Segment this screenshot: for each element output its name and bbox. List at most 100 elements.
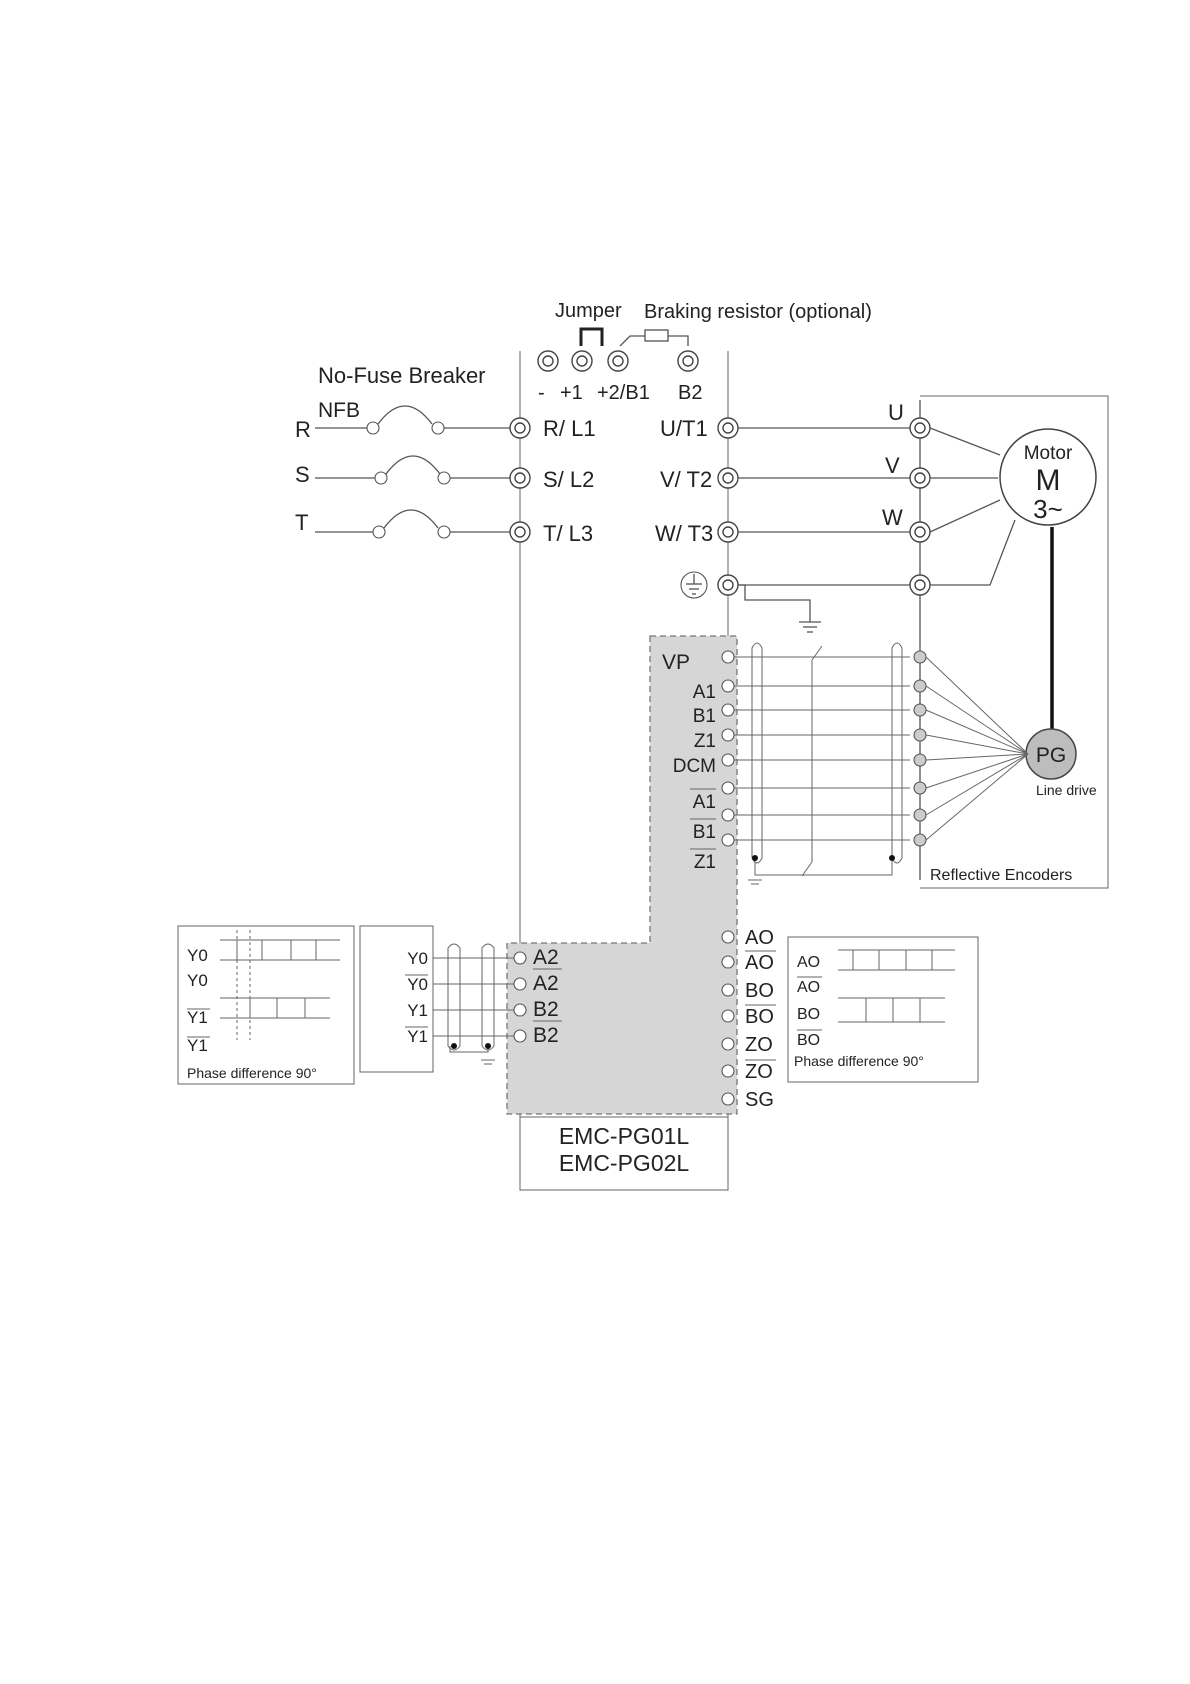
- wave-bo-inv: BO: [797, 1032, 820, 1049]
- pg-terminal-z1: Z1: [694, 731, 716, 752]
- wave-ao: AO: [797, 954, 820, 971]
- line-drive-label: Line drive: [1036, 782, 1097, 798]
- terminal-r-l1: R/ L1: [543, 416, 596, 441]
- source-y0-inv: Y0: [407, 975, 428, 994]
- input-shield-dot-right: [485, 1043, 491, 1049]
- output-terminal-1: [721, 955, 735, 969]
- model-emc-pg02l: EMC-PG02L: [559, 1150, 690, 1176]
- pg-terminal-b1-inv: B1: [693, 822, 716, 843]
- breaker-s: [315, 455, 512, 485]
- terminal-u-t1: U/T1: [660, 416, 708, 441]
- pg-card-terminal-6: [721, 808, 735, 822]
- pg-card-terminal-1: [721, 679, 735, 693]
- pg-terminal-a1: A1: [693, 682, 716, 703]
- jumper-bar: [579, 327, 604, 346]
- pg-card-terminal-2: [721, 703, 735, 717]
- right-wave-labels: AO AO BO BO: [797, 954, 820, 1049]
- input-shield-1: [481, 943, 495, 1051]
- motor-encoder-box: [920, 395, 1109, 889]
- output-pulse-terminals: [721, 930, 735, 1106]
- terminal-v-t2: V/ T2: [660, 467, 712, 492]
- input-terminal-0: [513, 951, 527, 965]
- nfb-title: No-Fuse Breaker: [318, 363, 486, 388]
- shield-break-top: [811, 645, 823, 661]
- pg-terminal-a1-inv: A1: [693, 792, 716, 813]
- motor-v-label: V: [885, 453, 900, 478]
- input-terminal-3: [513, 1029, 527, 1043]
- input-shield-0: [447, 943, 461, 1051]
- encoder-terminal-5: [913, 781, 927, 795]
- wave-y0: Y0: [187, 946, 208, 965]
- motor-circle: [999, 428, 1097, 526]
- shield-cable-0: [751, 642, 763, 864]
- encoder-terminal-3: [913, 728, 927, 742]
- output-terminal-0: [721, 930, 735, 944]
- right-waveform-box: [787, 936, 979, 1083]
- input-a2: A2: [533, 946, 559, 969]
- output-terminals: [717, 417, 739, 596]
- output-terminal-3: [721, 1009, 735, 1023]
- left-phase-difference: Phase difference 90°: [187, 1065, 317, 1081]
- out-zo: ZO: [745, 1034, 773, 1056]
- out-zo-inv: ZO: [745, 1061, 773, 1083]
- left-waveforms: [220, 930, 340, 1040]
- breaker-r: [315, 405, 512, 435]
- pg-terminal-dcm: DCM: [673, 756, 716, 777]
- terminal-w-t3: W/ T3: [655, 521, 713, 546]
- encoder-fan-5: [925, 753, 1029, 789]
- encoder-terminal-7: [913, 833, 927, 847]
- motor-label: Motor: [1024, 443, 1073, 464]
- dc-terminal-minus: -: [538, 382, 545, 404]
- wave-y1-inv: Y1: [187, 1036, 208, 1055]
- shield-dot-right: [889, 855, 895, 861]
- input2-overbars: [533, 968, 562, 1022]
- braking-resistor-label: Braking resistor (optional): [644, 301, 872, 323]
- input2-wiring: [433, 943, 527, 1065]
- wave-y0-inv: Y0: [187, 971, 208, 990]
- source-y0: Y0: [407, 949, 428, 968]
- mains-r-label: R: [295, 417, 311, 442]
- motor-wiring: [738, 400, 1016, 880]
- input-terminal-1: [513, 977, 527, 991]
- output-terminal-6: [721, 1092, 735, 1106]
- input2-labels: A2 A2 B2 B2: [533, 946, 559, 1047]
- encoder-fan-7: [925, 753, 1029, 841]
- encoder-terminal-1: [913, 679, 927, 693]
- encoder-fan-0: [925, 656, 1029, 755]
- shield-dot-left: [752, 855, 758, 861]
- terminal-t-l3: T/ L3: [543, 521, 593, 546]
- output-overbars: [745, 950, 776, 1061]
- output-terminal-4: [721, 1037, 735, 1051]
- right-phase-difference: Phase difference 90°: [794, 1053, 924, 1069]
- mains-s-label: S: [295, 462, 310, 487]
- encoder-terminal-6: [913, 808, 927, 822]
- input-terminal-2: [513, 1003, 527, 1017]
- encoder-terminal-0: [913, 650, 927, 664]
- shield-cable-1: [891, 642, 903, 864]
- source-box: [359, 925, 434, 1073]
- output-terminal-5: [721, 1064, 735, 1078]
- encoder-fan-3: [925, 734, 1029, 755]
- pg-card-terminal-4: [721, 753, 735, 767]
- pg-card-terminal-3: [721, 728, 735, 742]
- input-b2: B2: [533, 998, 559, 1021]
- wave-bo: BO: [797, 1006, 820, 1023]
- braking-resistor: [644, 329, 669, 342]
- source-y1-inv: Y1: [407, 1027, 428, 1046]
- right-waveforms: [838, 949, 955, 1023]
- terminal-s-l2: S/ L2: [543, 467, 594, 492]
- pg-overbars: [690, 788, 716, 850]
- dc-terminal-b2: B2: [678, 382, 702, 404]
- pg-wiring: [721, 642, 1029, 885]
- pg-card-terminal-7: [721, 833, 735, 847]
- encoder-fan-6: [925, 753, 1029, 816]
- out-bo-inv: BO: [745, 1006, 774, 1028]
- source-labels: Y0 Y0 Y1 Y1: [407, 949, 428, 1046]
- pg-terminal-z1-inv: Z1: [694, 852, 716, 873]
- encoder-fan-4: [925, 753, 1029, 761]
- encoder-fan-2: [925, 709, 1029, 755]
- shield-drain: [754, 858, 893, 876]
- motor-phase-count: 3~: [1033, 494, 1063, 524]
- input-terminals: [509, 417, 531, 543]
